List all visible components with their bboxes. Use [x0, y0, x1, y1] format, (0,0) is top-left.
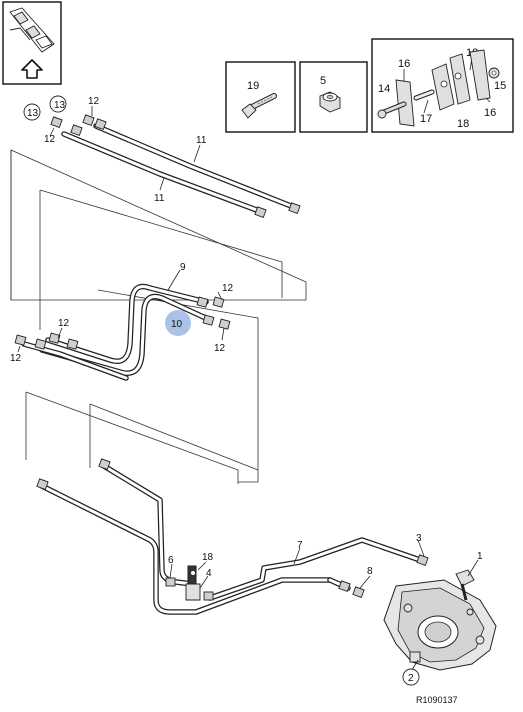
callout-7: 7 [297, 540, 303, 551]
leader-lines [17, 106, 479, 671]
callout-4: 4 [206, 568, 212, 579]
callout-12-a: 12 [88, 96, 100, 107]
pressure-valve-body [383, 569, 497, 671]
callout-18-b: 18 [457, 118, 469, 130]
callout-12-d: 12 [214, 343, 226, 354]
brake-pipe-11-upper [61, 123, 299, 215]
spacer-bush-icon [319, 91, 341, 113]
callout-3: 3 [416, 533, 422, 544]
clip-nut-icon [488, 67, 500, 79]
callout-10: 10 [171, 319, 183, 330]
callout-17: 17 [420, 113, 432, 125]
callout-11-b: 11 [154, 193, 165, 204]
callout-circle-13-b [23, 103, 41, 121]
vehicle-orientation-icon [9, 7, 55, 53]
callout-19: 19 [247, 80, 259, 92]
callout-2: 2 [408, 673, 414, 684]
callout-14: 14 [378, 83, 390, 95]
callout-circle-2 [402, 668, 420, 686]
callout-6: 6 [168, 555, 174, 566]
clip-assembly-detail-box: 16 18 14 15 17 18 16 [371, 38, 514, 133]
callout-9: 9 [180, 262, 186, 273]
reference-code: R1090137 [416, 695, 458, 705]
bolt-detail-box: 19 [225, 61, 296, 133]
callout-16-a: 16 [398, 58, 410, 70]
callout-labels: 13 13 12 12 11 11 9 12 10 12 12 12 3 1 7… [10, 96, 483, 705]
callout-5: 5 [320, 75, 326, 87]
spacer-detail-box: 5 [299, 61, 368, 133]
callout-13-b: 13 [27, 108, 39, 119]
callout-15: 15 [494, 80, 506, 92]
callout-13-a: 13 [54, 100, 66, 111]
highlight-circle [165, 310, 191, 336]
bolt-icon [241, 93, 277, 119]
tube-nuts [14, 114, 429, 601]
callout-12-c: 12 [222, 283, 234, 294]
callout-11-a: 11 [196, 135, 207, 146]
callout-8: 8 [367, 566, 373, 577]
callout-16-b: 16 [484, 107, 496, 119]
callout-18: 18 [202, 552, 214, 563]
callout-12-e: 12 [58, 318, 70, 329]
clip-bolt-icon [377, 101, 407, 119]
up-arrow-icon [21, 59, 43, 79]
callout-12-f: 12 [10, 353, 22, 364]
callout-12-b: 12 [44, 134, 56, 145]
callout-1: 1 [477, 551, 483, 562]
callout-circle-13-a [49, 95, 67, 113]
tee-connector [185, 565, 201, 601]
orientation-indicator [2, 1, 62, 85]
